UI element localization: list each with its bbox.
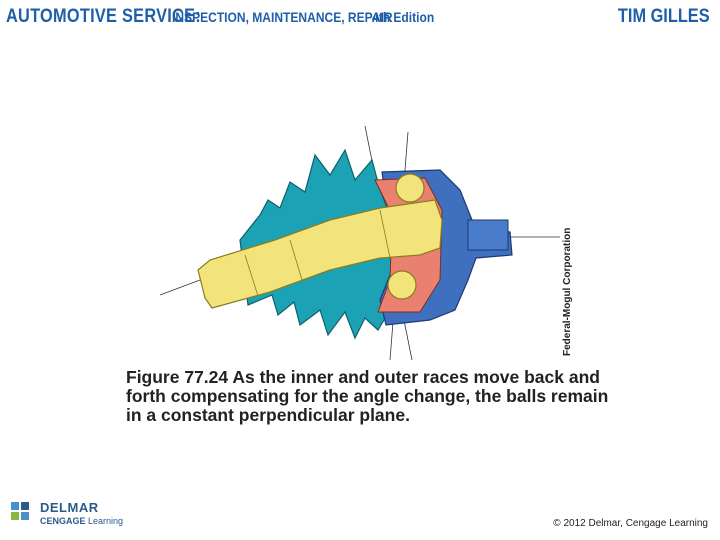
book-subtitle: INSPECTION, MAINTENANCE, REPAIR — [172, 9, 393, 25]
caption-text: As the inner and outer races move back a… — [126, 367, 609, 425]
publisher-logo: DELMAR CENGAGE Learning — [10, 498, 140, 532]
book-author: TIM GILLES — [618, 6, 710, 27]
ball-lower — [387, 270, 417, 300]
slide-header: AUTOMOTIVE SERVICE: INSPECTION, MAINTENA… — [0, 0, 720, 34]
figure-label: Figure 77.24 — [126, 367, 229, 387]
logo-subtitle: CENGAGE Learning — [40, 516, 124, 526]
copyright-notice: © 2012 Delmar, Cengage Learning — [553, 518, 708, 529]
logo-brand: DELMAR — [40, 500, 99, 515]
axle-shaft — [197, 199, 443, 309]
delmar-logo-icon — [11, 502, 29, 520]
figure-caption: Figure 77.24 As the inner and outer race… — [126, 368, 626, 425]
book-title: AUTOMOTIVE SERVICE: — [6, 6, 201, 27]
stub-shaft — [467, 219, 509, 251]
cv-joint-illustration — [159, 125, 560, 361]
ball-upper — [395, 173, 425, 203]
book-edition: 4th Edition — [372, 9, 435, 25]
